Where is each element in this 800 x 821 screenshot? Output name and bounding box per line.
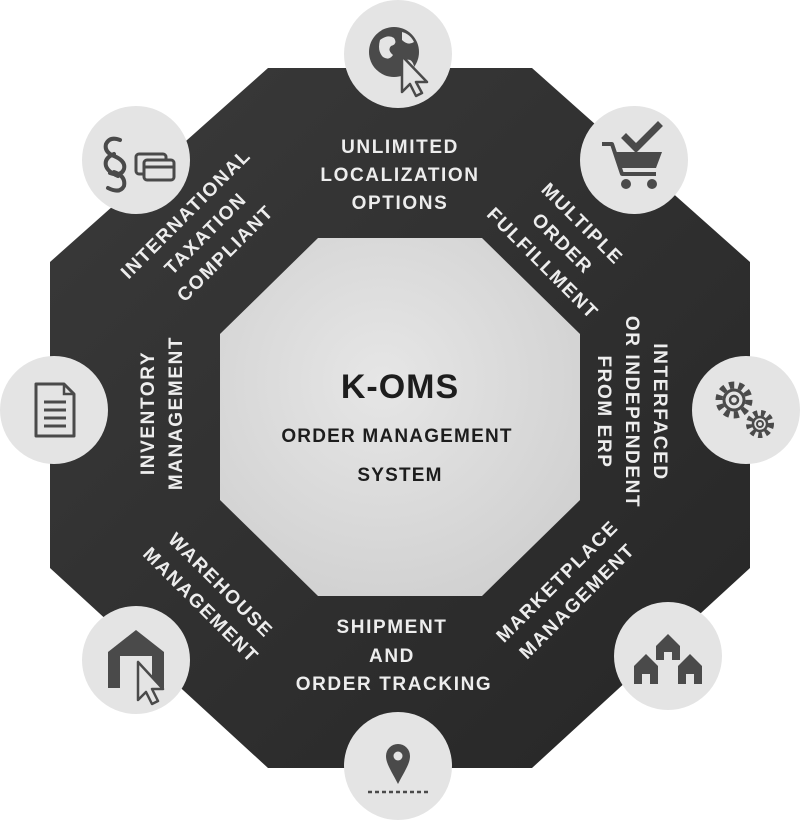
paragraph-cards-icon [103,136,176,193]
node-bottom [344,712,452,820]
segment-localization-line3: OPTIONS [352,193,449,214]
segment-inventory: INVENTORY MANAGEMENT [138,336,187,490]
node-bottom-right-circle [614,602,722,710]
document-icon [34,382,76,438]
gears-icon [715,381,774,438]
segment-localization-line2: LOCALIZATION [320,165,479,186]
node-bottom-left [82,606,190,714]
node-left [0,356,108,464]
shopping-cart-check-icon [602,121,663,189]
segment-shipment-line2: AND [369,646,415,667]
node-top [344,0,452,108]
segment-localization-line1: UNLIMITED [341,137,459,158]
segment-shipment: SHIPMENT AND ORDER TRACKING [296,617,493,695]
warehouse-cursor-icon [108,630,165,706]
segment-erp: INTERFACED OR INDEPENDENT FROM ERP [593,316,670,508]
node-bottom-right [614,602,722,710]
center-subtitle-line2: SYSTEM [357,465,442,486]
segment-shipment-line1: SHIPMENT [337,617,448,638]
node-top-left [82,106,190,214]
segment-erp-line1: INTERFACED [649,343,670,480]
location-pin-icon [368,744,428,794]
center-octagon [220,238,580,596]
globe-cursor-icon [369,27,429,98]
segment-shipment-line3: ORDER TRACKING [296,674,493,695]
segment-inventory-line1: INVENTORY [138,351,159,475]
segment-localization: UNLIMITED LOCALIZATION OPTIONS [320,137,479,214]
segment-erp-line2: OR INDEPENDENT [621,316,642,508]
center-title: K-OMS [341,368,459,406]
segment-inventory-line2: MANAGEMENT [166,336,187,490]
houses-icon [634,634,702,684]
center-subtitle-line1: ORDER MANAGEMENT [281,426,512,447]
node-top-right [580,106,688,214]
node-right [692,356,800,464]
segment-erp-line3: FROM ERP [593,355,614,468]
